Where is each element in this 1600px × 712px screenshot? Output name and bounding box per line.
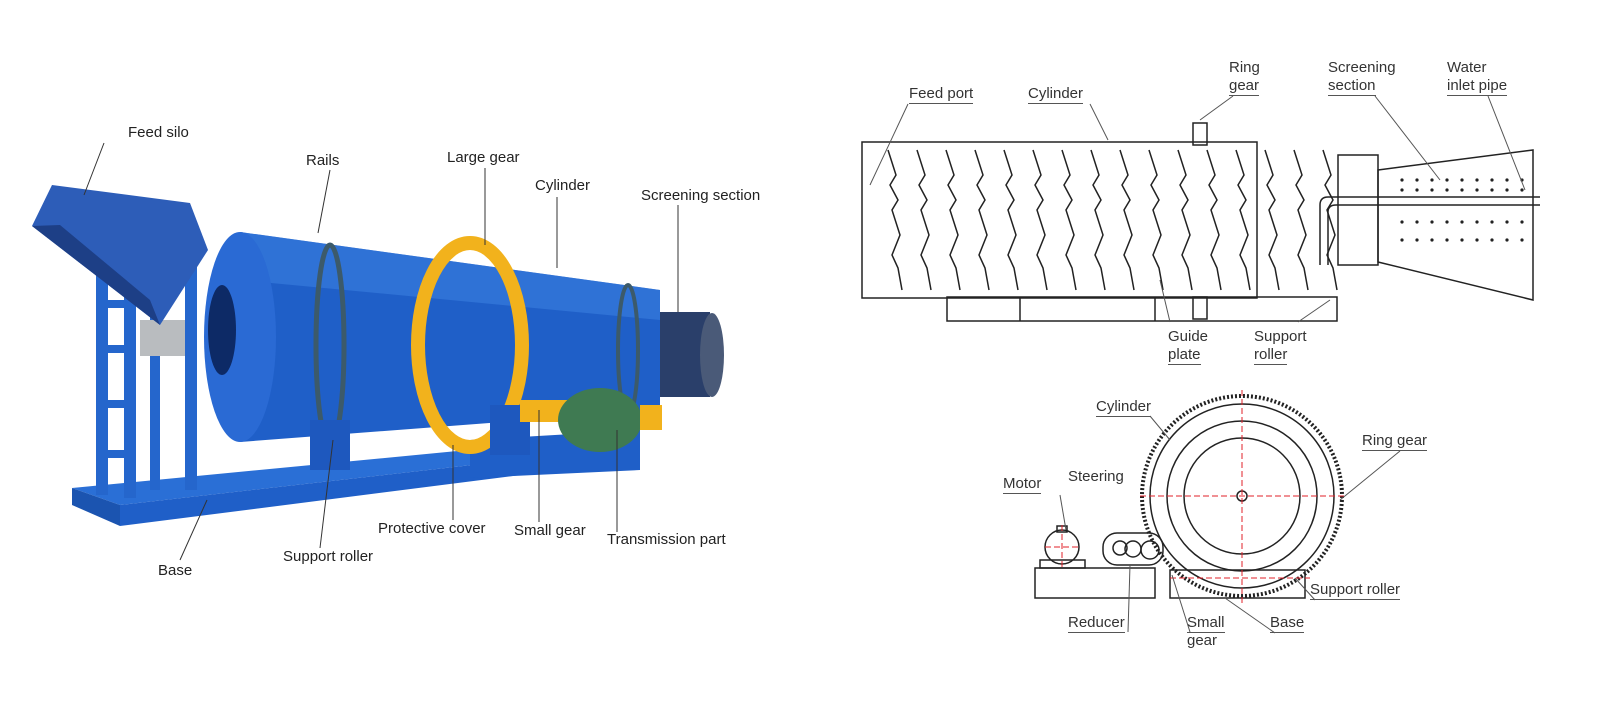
- guide-plate: [1061, 149, 1077, 291]
- label-large-gear: Large gear: [447, 149, 520, 166]
- label-side-cylinder: Cylinder: [1028, 85, 1084, 104]
- guide-plate: [887, 149, 903, 291]
- label-water-line1: Water: [1447, 59, 1487, 76]
- screen-hole: [1415, 188, 1419, 192]
- screen-hole: [1445, 220, 1449, 224]
- guide-plate: [1206, 149, 1222, 291]
- screen-hole: [1445, 188, 1449, 192]
- label-end-cylinder: Cylinder: [1096, 398, 1152, 417]
- side-view-drawing: [861, 122, 1540, 322]
- machine-illustration: [32, 185, 724, 526]
- label-ring-gear-line2: gear: [1229, 77, 1260, 96]
- label-screening-line2: section: [1328, 77, 1376, 96]
- screen-hole: [1475, 238, 1479, 242]
- guide-plate: [1293, 149, 1309, 291]
- end-view-drawing: [1034, 394, 1344, 599]
- label-reducer: Reducer: [1068, 614, 1125, 633]
- label-end-base: Base: [1270, 614, 1305, 633]
- guide-plate: [916, 149, 932, 291]
- screen-hole: [1460, 188, 1464, 192]
- label-protective-cover: Protective cover: [378, 520, 486, 537]
- label-support-roller: Support roller: [283, 548, 374, 565]
- guide-plate: [1003, 149, 1019, 291]
- gearbox-shape: [558, 388, 642, 452]
- screen-hole: [1475, 178, 1479, 182]
- side-view-leader-lines: [869, 95, 1526, 323]
- label-ring-gear-line1: Ring: [1229, 59, 1260, 76]
- label-small-gear-line2: gear: [1187, 632, 1218, 649]
- screen-hole: [1430, 178, 1434, 182]
- screen-hole: [1445, 178, 1449, 182]
- screen-hole: [1505, 238, 1509, 242]
- screen-hole: [1400, 178, 1404, 182]
- guide-plate: [945, 149, 961, 291]
- label-feed-silo: Feed silo: [128, 124, 189, 141]
- screen-hole: [1430, 188, 1434, 192]
- label-steering: Steering: [1068, 468, 1124, 485]
- guide-plate: [1177, 149, 1193, 291]
- screen-hole: [1490, 238, 1494, 242]
- screen-hole: [1505, 178, 1509, 182]
- large-gear-shape: [411, 236, 529, 454]
- screen-hole: [1400, 238, 1404, 242]
- label-end-support-roller: Support roller: [1310, 581, 1401, 600]
- photo-leader-lines: [83, 142, 679, 561]
- guide-plate: [1322, 149, 1338, 291]
- label-support-line2: roller: [1254, 346, 1288, 365]
- screen-hole: [1475, 220, 1479, 224]
- screen-hole: [1520, 220, 1524, 224]
- guide-plate: [1235, 149, 1251, 291]
- label-guide-line2: plate: [1168, 346, 1201, 365]
- label-end-ring-gear: Ring gear: [1362, 432, 1428, 451]
- screen-hole: [1460, 238, 1464, 242]
- label-water-line2: inlet pipe: [1447, 77, 1508, 96]
- screen-hole: [1460, 220, 1464, 224]
- feed-silo-shape: [32, 185, 208, 325]
- guide-plate: [1264, 149, 1280, 291]
- end-view-leader-lines: [1059, 415, 1401, 634]
- screen-hole: [1520, 238, 1524, 242]
- label-transmission-part: Transmission part: [607, 531, 726, 548]
- screen-hole: [1520, 188, 1524, 192]
- guide-plate: [974, 149, 990, 291]
- guide-plate: [1032, 149, 1048, 291]
- screen-hole: [1430, 220, 1434, 224]
- label-screening-line1: Screening: [1328, 59, 1396, 76]
- label-small-gear: Small gear: [514, 522, 586, 539]
- centerlines: [1045, 390, 1345, 606]
- screen-hole: [1475, 188, 1479, 192]
- label-feed-port: Feed port: [909, 85, 974, 104]
- label-support-line1: Support: [1254, 328, 1307, 345]
- label-guide-line1: Guide: [1168, 328, 1209, 345]
- screen-hole: [1505, 220, 1509, 224]
- guide-plate: [1119, 149, 1135, 291]
- screen-hole: [1490, 220, 1494, 224]
- screen-hole: [1505, 188, 1509, 192]
- guide-plate: [1090, 149, 1106, 291]
- screen-hole: [1445, 238, 1449, 242]
- screen-hole: [1400, 188, 1404, 192]
- screen-hole: [1490, 188, 1494, 192]
- screen-hole: [1415, 220, 1419, 224]
- label-motor: Motor: [1003, 475, 1042, 494]
- label-cylinder: Cylinder: [535, 177, 591, 194]
- screen-hole: [1460, 178, 1464, 182]
- label-base: Base: [158, 562, 193, 579]
- screen-hole: [1430, 238, 1434, 242]
- label-rails: Rails: [306, 152, 340, 169]
- screen-hole: [1400, 220, 1404, 224]
- guide-plate: [1148, 149, 1164, 291]
- label-small-gear-line1: Small: [1187, 614, 1225, 633]
- label-screening-section: Screening section: [641, 187, 761, 204]
- screen-hole: [1415, 178, 1419, 182]
- screen-hole: [1490, 178, 1494, 182]
- screen-hole: [1415, 238, 1419, 242]
